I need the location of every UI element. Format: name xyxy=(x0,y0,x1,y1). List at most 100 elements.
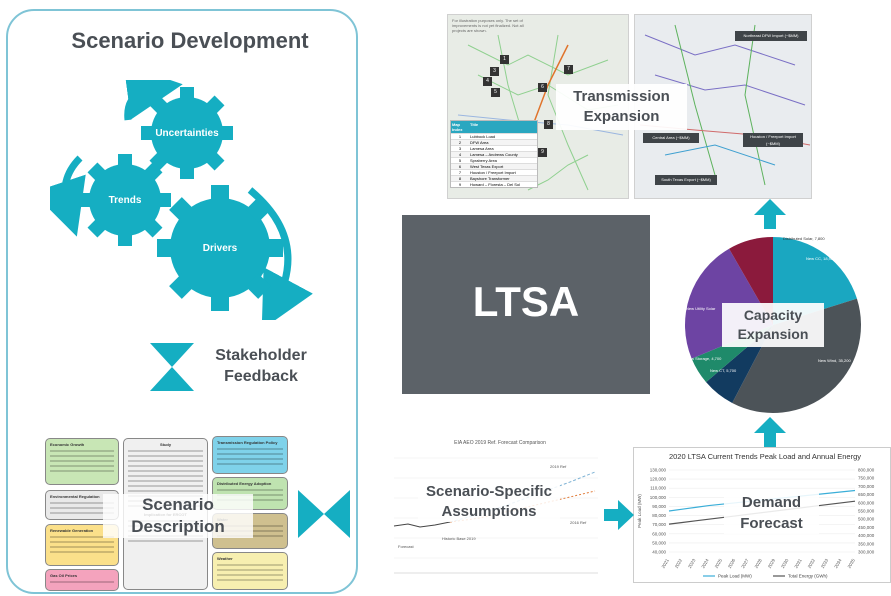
y-right-tick: 800,000 xyxy=(858,468,875,473)
table-cell: West Texas Export xyxy=(470,164,504,169)
y-right-tick: 500,000 xyxy=(858,517,875,522)
trends-label: Trends xyxy=(109,195,142,206)
x-tick: 2026 xyxy=(727,558,737,570)
doc-heading: Distributed Energy Adoption xyxy=(217,481,272,486)
y-left-axis-label: Peak Load (MW) xyxy=(637,494,642,528)
table-row: 9 Howard – Floresta – Del Sol xyxy=(451,181,537,187)
map-marker: 4 xyxy=(483,77,492,86)
ltsa-label: LTSA xyxy=(472,278,580,325)
hourglass-icon xyxy=(150,343,194,391)
doc-heading: Gas Oil Prices xyxy=(50,573,78,578)
drivers-gear-icon xyxy=(157,185,283,311)
uncertainties-gear-icon xyxy=(141,87,233,179)
y-right-tick: 450,000 xyxy=(858,525,875,530)
y-left-tick: 110,000 xyxy=(650,486,666,491)
y-right-tick: 350,000 xyxy=(858,541,875,546)
map-marker: 7 xyxy=(564,65,573,74)
doc-heading: Economic Growth xyxy=(50,442,85,447)
ss-historic-line xyxy=(393,521,451,528)
table-row: 6 West Texas Export xyxy=(451,163,537,169)
table-cell: Lubbock Load xyxy=(470,134,496,139)
doc-economic-growth: Economic Growth xyxy=(45,438,119,485)
table-cell: 6 xyxy=(458,164,462,169)
pie-slice-label: Distributed Solar, 7,800 xyxy=(783,236,825,241)
y-right-tick: 550,000 xyxy=(858,509,875,514)
x-tick: 2030 xyxy=(780,558,790,570)
right-arrow-to-demand-icon xyxy=(604,500,634,530)
pie-slice xyxy=(732,298,861,413)
y-left-tick: 50,000 xyxy=(652,540,666,545)
x-tick: 2033 xyxy=(820,558,830,570)
table-cell: 9 xyxy=(458,182,462,187)
uncertainties-label: Uncertainties xyxy=(155,128,219,139)
transmission-expansion-label: Transmission Expansion xyxy=(556,84,687,130)
ss-annotation-historic: Historic Base 2019 xyxy=(442,536,476,541)
map-callout: Northeast DFW Import (~$MM) xyxy=(735,31,807,41)
ss-annotation-2019: 2019 Ref xyxy=(550,464,567,469)
table-cell: Howard – Floresta – Del Sol xyxy=(470,182,521,187)
x-tick: 2031 xyxy=(793,558,803,570)
table-row: 2 DFW Area xyxy=(451,139,537,145)
cycle-arrow-left xyxy=(50,155,86,237)
y-right-tick: 300,000 xyxy=(858,550,875,555)
y-left-tick: 120,000 xyxy=(650,477,667,482)
x-tick: 2029 xyxy=(767,558,777,570)
map-note: For illustration purposes only. The set … xyxy=(452,18,524,33)
y-right-tick: 750,000 xyxy=(858,476,875,481)
capacity-expansion-label: Capacity Expansion xyxy=(722,303,824,347)
ltsa-box xyxy=(402,215,650,394)
table-cell: Lamesa – Andrews County xyxy=(470,152,518,157)
x-tick: 2032 xyxy=(807,558,817,570)
y-right-tick: 700,000 xyxy=(858,484,875,489)
y-right-tick: 400,000 xyxy=(858,533,875,538)
pie-slice-label: New CT, 5,700 xyxy=(710,368,737,373)
table-cell: DFW Area xyxy=(470,140,489,145)
scenario-development-title: Scenario Development xyxy=(71,28,309,53)
table-cell: 7 xyxy=(458,170,462,175)
demand-forecast-label: Demand Forecast xyxy=(724,492,819,534)
y-left-tick: 40,000 xyxy=(652,550,666,555)
x-tick: 2035 xyxy=(847,558,857,570)
stakeholder-feedback-label: Stakeholder Feedback xyxy=(215,347,307,385)
map-marker: 3 xyxy=(490,67,499,76)
gears-diagram: Uncertainties Trends Drivers xyxy=(50,80,313,320)
pie-slice-label: New Wind, 35,200 xyxy=(818,358,851,363)
table-cell: Bayshore Transformer xyxy=(470,176,510,181)
map-marker: 1 xyxy=(500,55,509,64)
x-tick: 2021 xyxy=(661,558,671,570)
x-tick: 2028 xyxy=(754,558,764,570)
doc-gas-oil-prices: Gas Oil Prices xyxy=(45,569,119,591)
x-tick: 2025 xyxy=(714,558,724,570)
cycle-arrow-top xyxy=(123,80,183,121)
table-cell: Spraberry Area xyxy=(470,158,497,163)
y-left-tick: 100,000 xyxy=(650,495,667,500)
x-tick: 2024 xyxy=(700,558,710,570)
y-right-tick: 650,000 xyxy=(858,492,875,497)
doc-weather: Weather xyxy=(212,552,288,590)
scenario-specific-assumptions-label: Scenario-Specific Assumptions xyxy=(418,482,560,522)
pie-slice-label: New Utility Solar xyxy=(686,306,716,311)
map-marker: 8 xyxy=(544,120,553,129)
table-cell: 2 xyxy=(458,140,462,145)
table-cell: 1 xyxy=(458,134,462,139)
scenario-description-label: Scenario Description xyxy=(103,494,253,538)
up-arrow-to-transmission-icon xyxy=(754,199,786,229)
ss-chart-title: EIA AEO 2019 Ref. Forecast Comparison xyxy=(454,440,546,446)
y-left-tick: 70,000 xyxy=(652,522,666,527)
y-right-tick: 600,000 xyxy=(858,500,875,505)
demand-line-chart: 130,000120,000110,000100,00090,00080,000… xyxy=(637,468,875,579)
table-cell: Lamesa Area xyxy=(470,146,494,151)
bowtie-connector-icon xyxy=(298,490,350,538)
y-left-tick: 60,000 xyxy=(652,531,666,536)
x-tick: 2022 xyxy=(674,558,684,570)
y-left-tick: 80,000 xyxy=(652,513,666,518)
up-arrow-to-capacity-icon xyxy=(754,417,786,447)
doc-heading: Study xyxy=(159,442,172,447)
pie-slice-label: New Storage, 4,700 xyxy=(686,356,722,361)
x-tick: 2023 xyxy=(687,558,697,570)
